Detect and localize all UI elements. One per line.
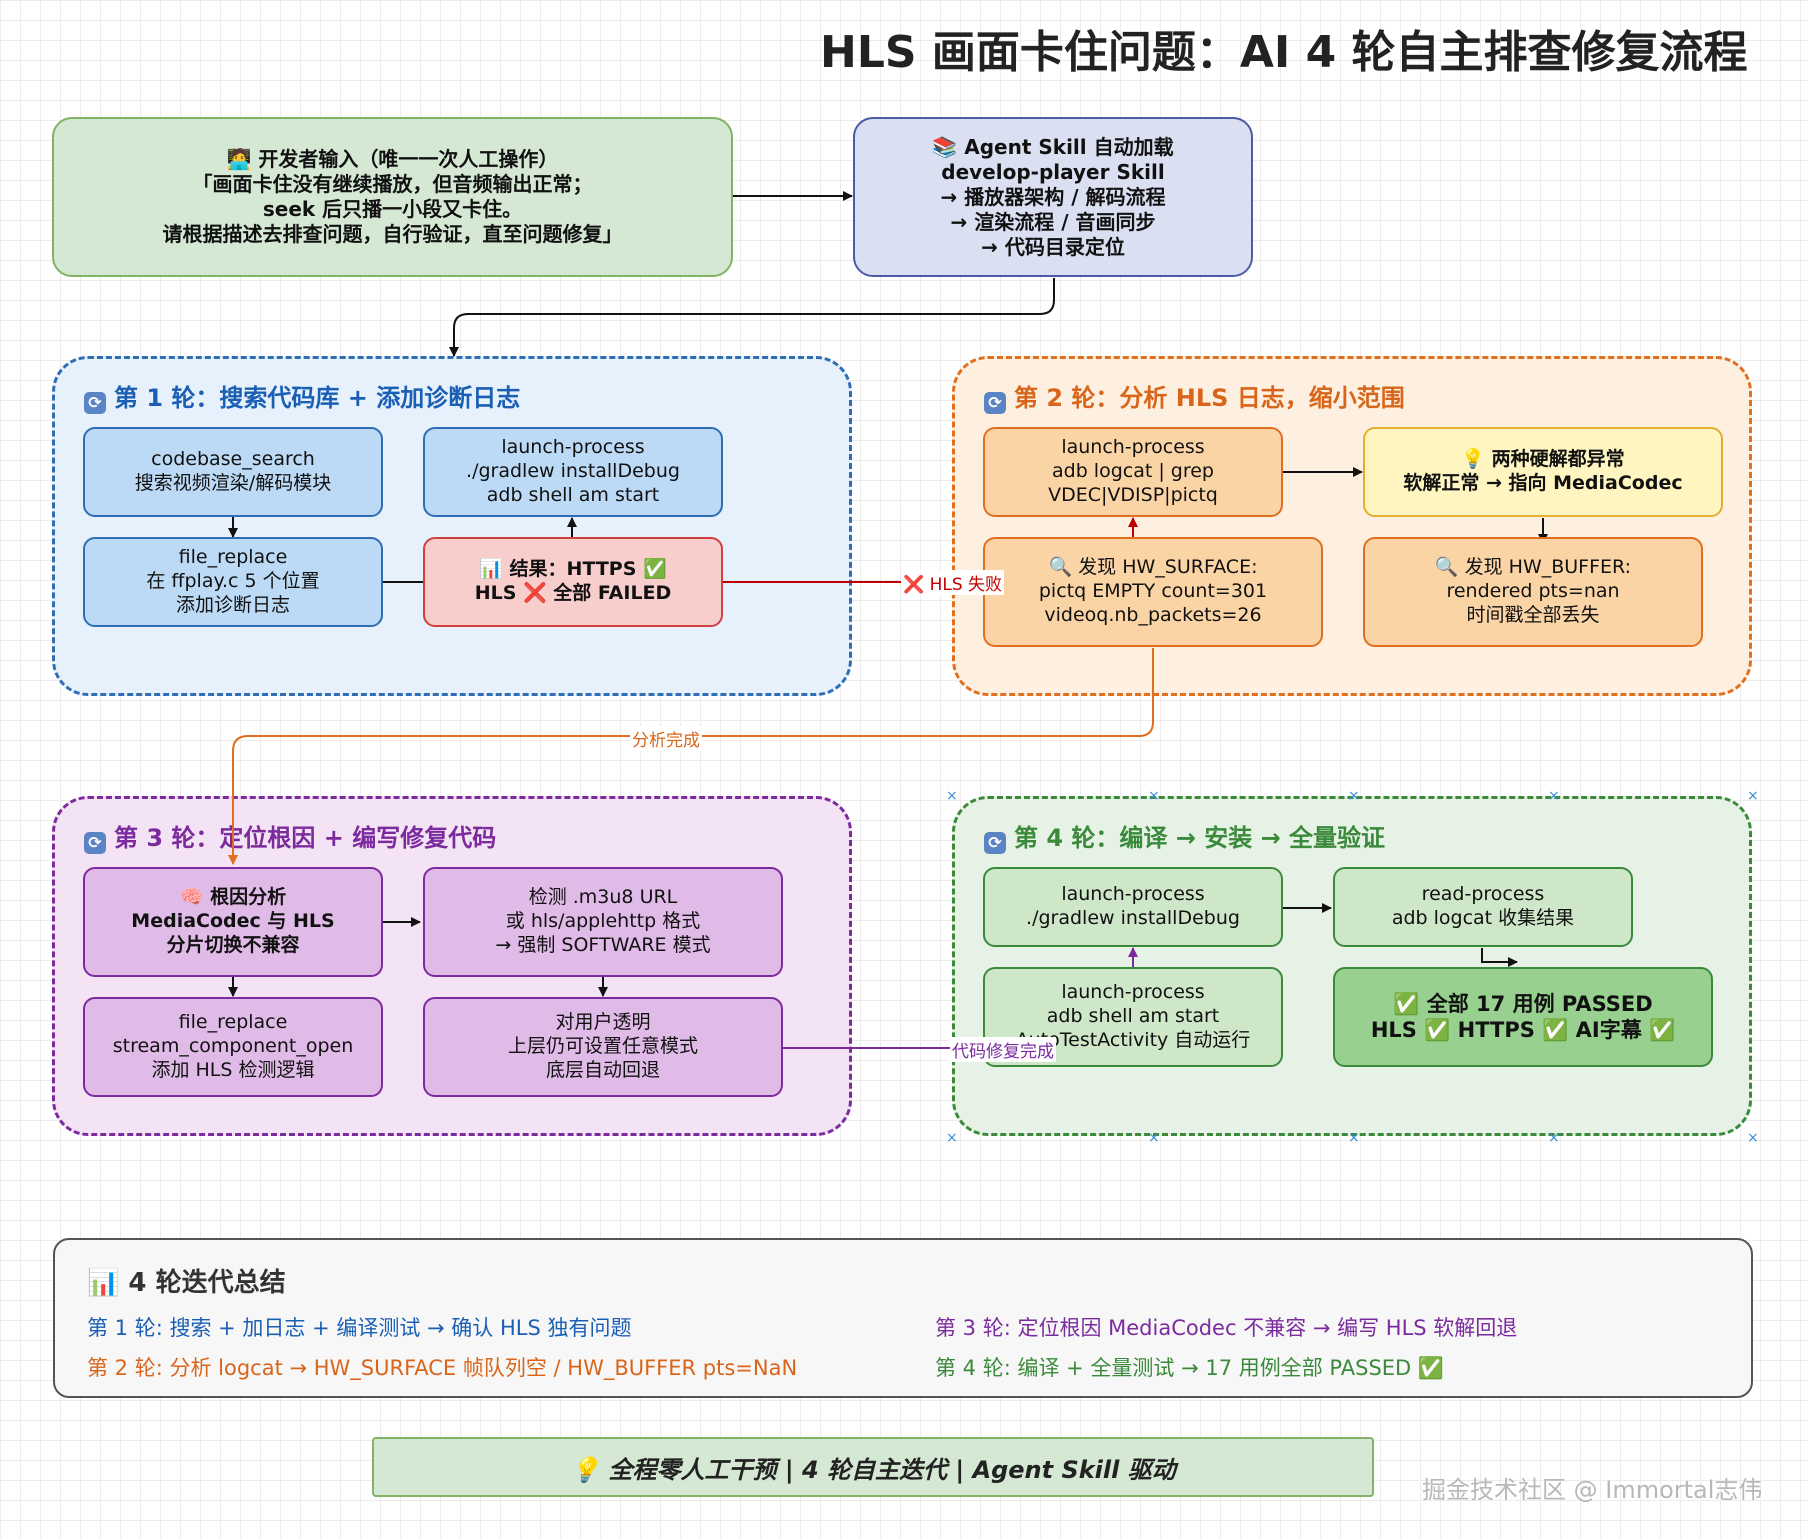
hw-anomaly-node[interactable]: 💡 两种硬解都异常软解正常 → 指向 MediaCodec — [1363, 427, 1723, 517]
round3-title: ⟳第 3 轮：定位根因 + 编写修复代码 — [84, 818, 496, 854]
round1-container — [52, 356, 852, 696]
summary-round4: 第 4 轮: 编译 + 全量测试 → 17 用例全部 PASSED ✅ — [935, 1356, 1445, 1380]
selection-handle: × — [946, 1130, 958, 1146]
selection-handle: × — [1348, 1130, 1360, 1146]
refresh-icon: ⟳ — [84, 832, 106, 854]
round2-title: ⟳第 2 轮：分析 HLS 日志，缩小范围 — [984, 378, 1405, 414]
fix-done-label: 代码修复完成 — [950, 1037, 1056, 1062]
selection-handle: × — [1747, 1130, 1759, 1146]
refresh-icon: ⟳ — [984, 832, 1006, 854]
summary-round2: 第 2 轮: 分析 logcat → HW_SURFACE 帧队列空 / HW_… — [87, 1356, 798, 1380]
round4-container — [952, 796, 1752, 1136]
selection-handle: × — [1348, 788, 1360, 804]
page-title: HLS 画面卡住问题：AI 4 轮自主排查修复流程 — [820, 27, 1748, 78]
selection-handle: × — [1548, 1130, 1560, 1146]
refresh-icon: ⟳ — [84, 392, 106, 414]
selection-handle: × — [1148, 788, 1160, 804]
summary-panel: 📊 4 轮迭代总结 第 1 轮: 搜索 + 加日志 + 编译测试 → 确认 HL… — [53, 1238, 1753, 1398]
refresh-icon: ⟳ — [984, 392, 1006, 414]
round1-result-node[interactable]: 📊 结果：HTTPS ✅HLS ❌ 全部 FAILED — [423, 537, 723, 627]
selection-handle: × — [946, 788, 958, 804]
hls-failed-label: ❌ HLS 失败 — [901, 570, 1005, 595]
summary-title: 📊 4 轮迭代总结 — [87, 1268, 286, 1298]
developer-input-node[interactable]: 🧑‍💻 开发者输入（唯一一次人工操作）「画面卡住没有继续播放，但音频输出正常；s… — [52, 117, 733, 277]
selection-handle: × — [1148, 1130, 1160, 1146]
summary-round1: 第 1 轮: 搜索 + 加日志 + 编译测试 → 确认 HLS 独有问题 — [87, 1316, 632, 1340]
install-node[interactable]: launch-process./gradlew installDebug — [983, 867, 1283, 947]
selection-handle: × — [1747, 788, 1759, 804]
watermark: 掘金技术社区 @ Immortal志伟 — [1422, 1476, 1763, 1504]
summary-round3: 第 3 轮: 定位根因 MediaCodec 不兼容 → 编写 HLS 软解回退 — [935, 1316, 1518, 1340]
analysis-done-label: 分析完成 — [630, 726, 702, 751]
footer-banner: 💡 全程零人工干预 | 4 轮自主迭代 | Agent Skill 驱动 — [372, 1437, 1374, 1497]
selection-handle: × — [1548, 788, 1560, 804]
round4-title: ⟳第 4 轮：编译 → 安装 → 全量验证 — [984, 818, 1385, 854]
transparent-fallback-node[interactable]: 对用户透明上层仍可设置任意模式底层自动回退 — [423, 997, 783, 1097]
round1-title: ⟳第 1 轮：搜索代码库 + 添加诊断日志 — [84, 378, 520, 414]
